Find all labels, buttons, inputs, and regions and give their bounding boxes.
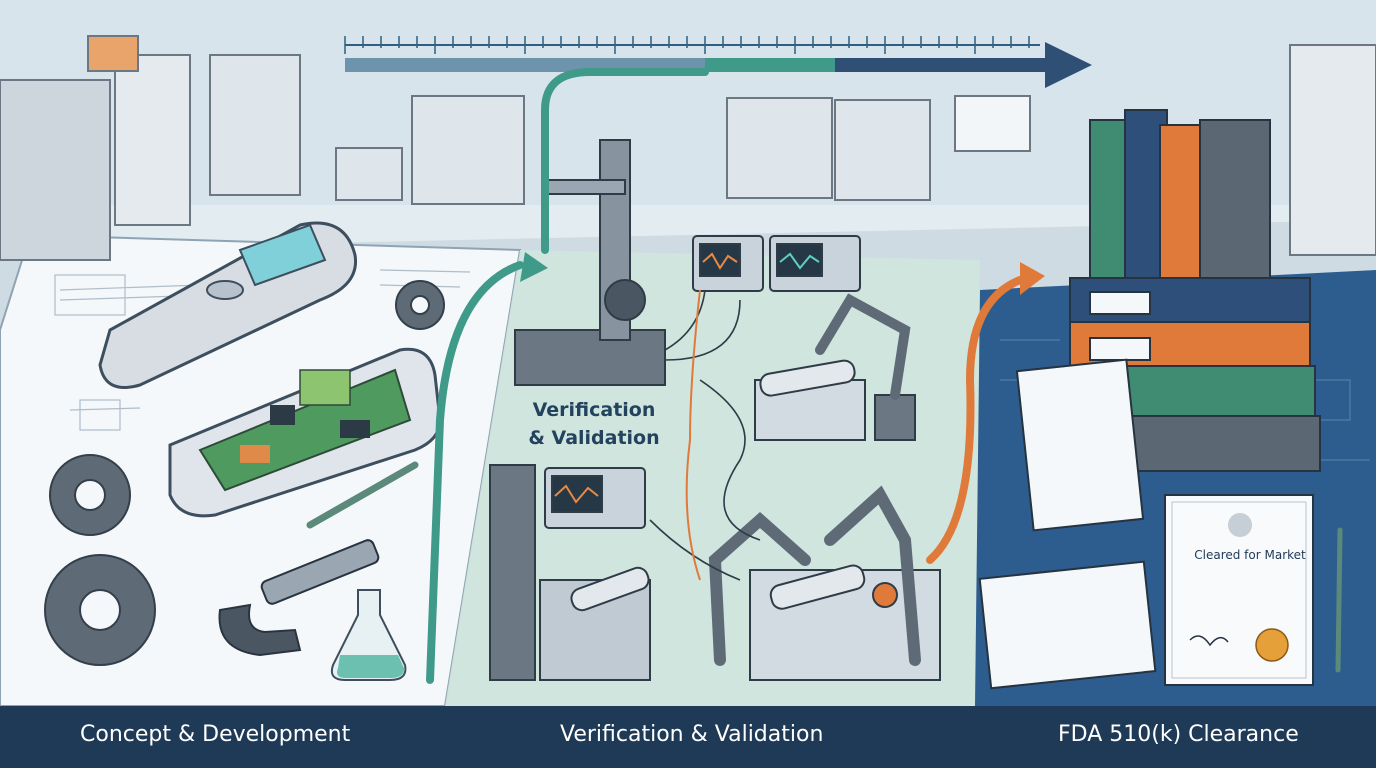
- verification-zone: [445, 139, 980, 706]
- stage-banner: [0, 706, 1376, 768]
- stage-label-verification: Verification & Validation: [560, 722, 824, 747]
- timeline-bar: [344, 36, 1092, 88]
- micrometer-icon: [218, 539, 380, 657]
- certificate-icon: [1164, 494, 1314, 686]
- gear-icon: [44, 280, 445, 666]
- flask-icon: [330, 589, 407, 681]
- document-stack-icon: [978, 358, 1157, 690]
- certificate-text: Cleared for Market: [1194, 548, 1306, 562]
- oscilloscope-icon: [544, 235, 861, 529]
- handheld-device-icon: [98, 221, 358, 389]
- concept-zone: [0, 221, 522, 707]
- beaker-icon: [872, 582, 898, 608]
- background-lab: [0, 35, 1376, 261]
- caption-line-2: & Validation: [528, 427, 660, 449]
- fda-zone: [975, 109, 1376, 706]
- pencil-icon: [306, 461, 419, 529]
- stage-label-fda-clearance: FDA 510(k) Clearance: [1058, 722, 1299, 747]
- verification-caption: Verification & Validation: [524, 396, 664, 452]
- caption-line-1: Verification: [532, 399, 656, 421]
- flow-arrows: [426, 68, 1024, 684]
- pen-icon: [1335, 527, 1343, 673]
- binder-stack-icon: [1069, 109, 1321, 472]
- circuit-board-icon: [168, 347, 442, 518]
- stage-label-concept: Concept & Development: [80, 722, 351, 747]
